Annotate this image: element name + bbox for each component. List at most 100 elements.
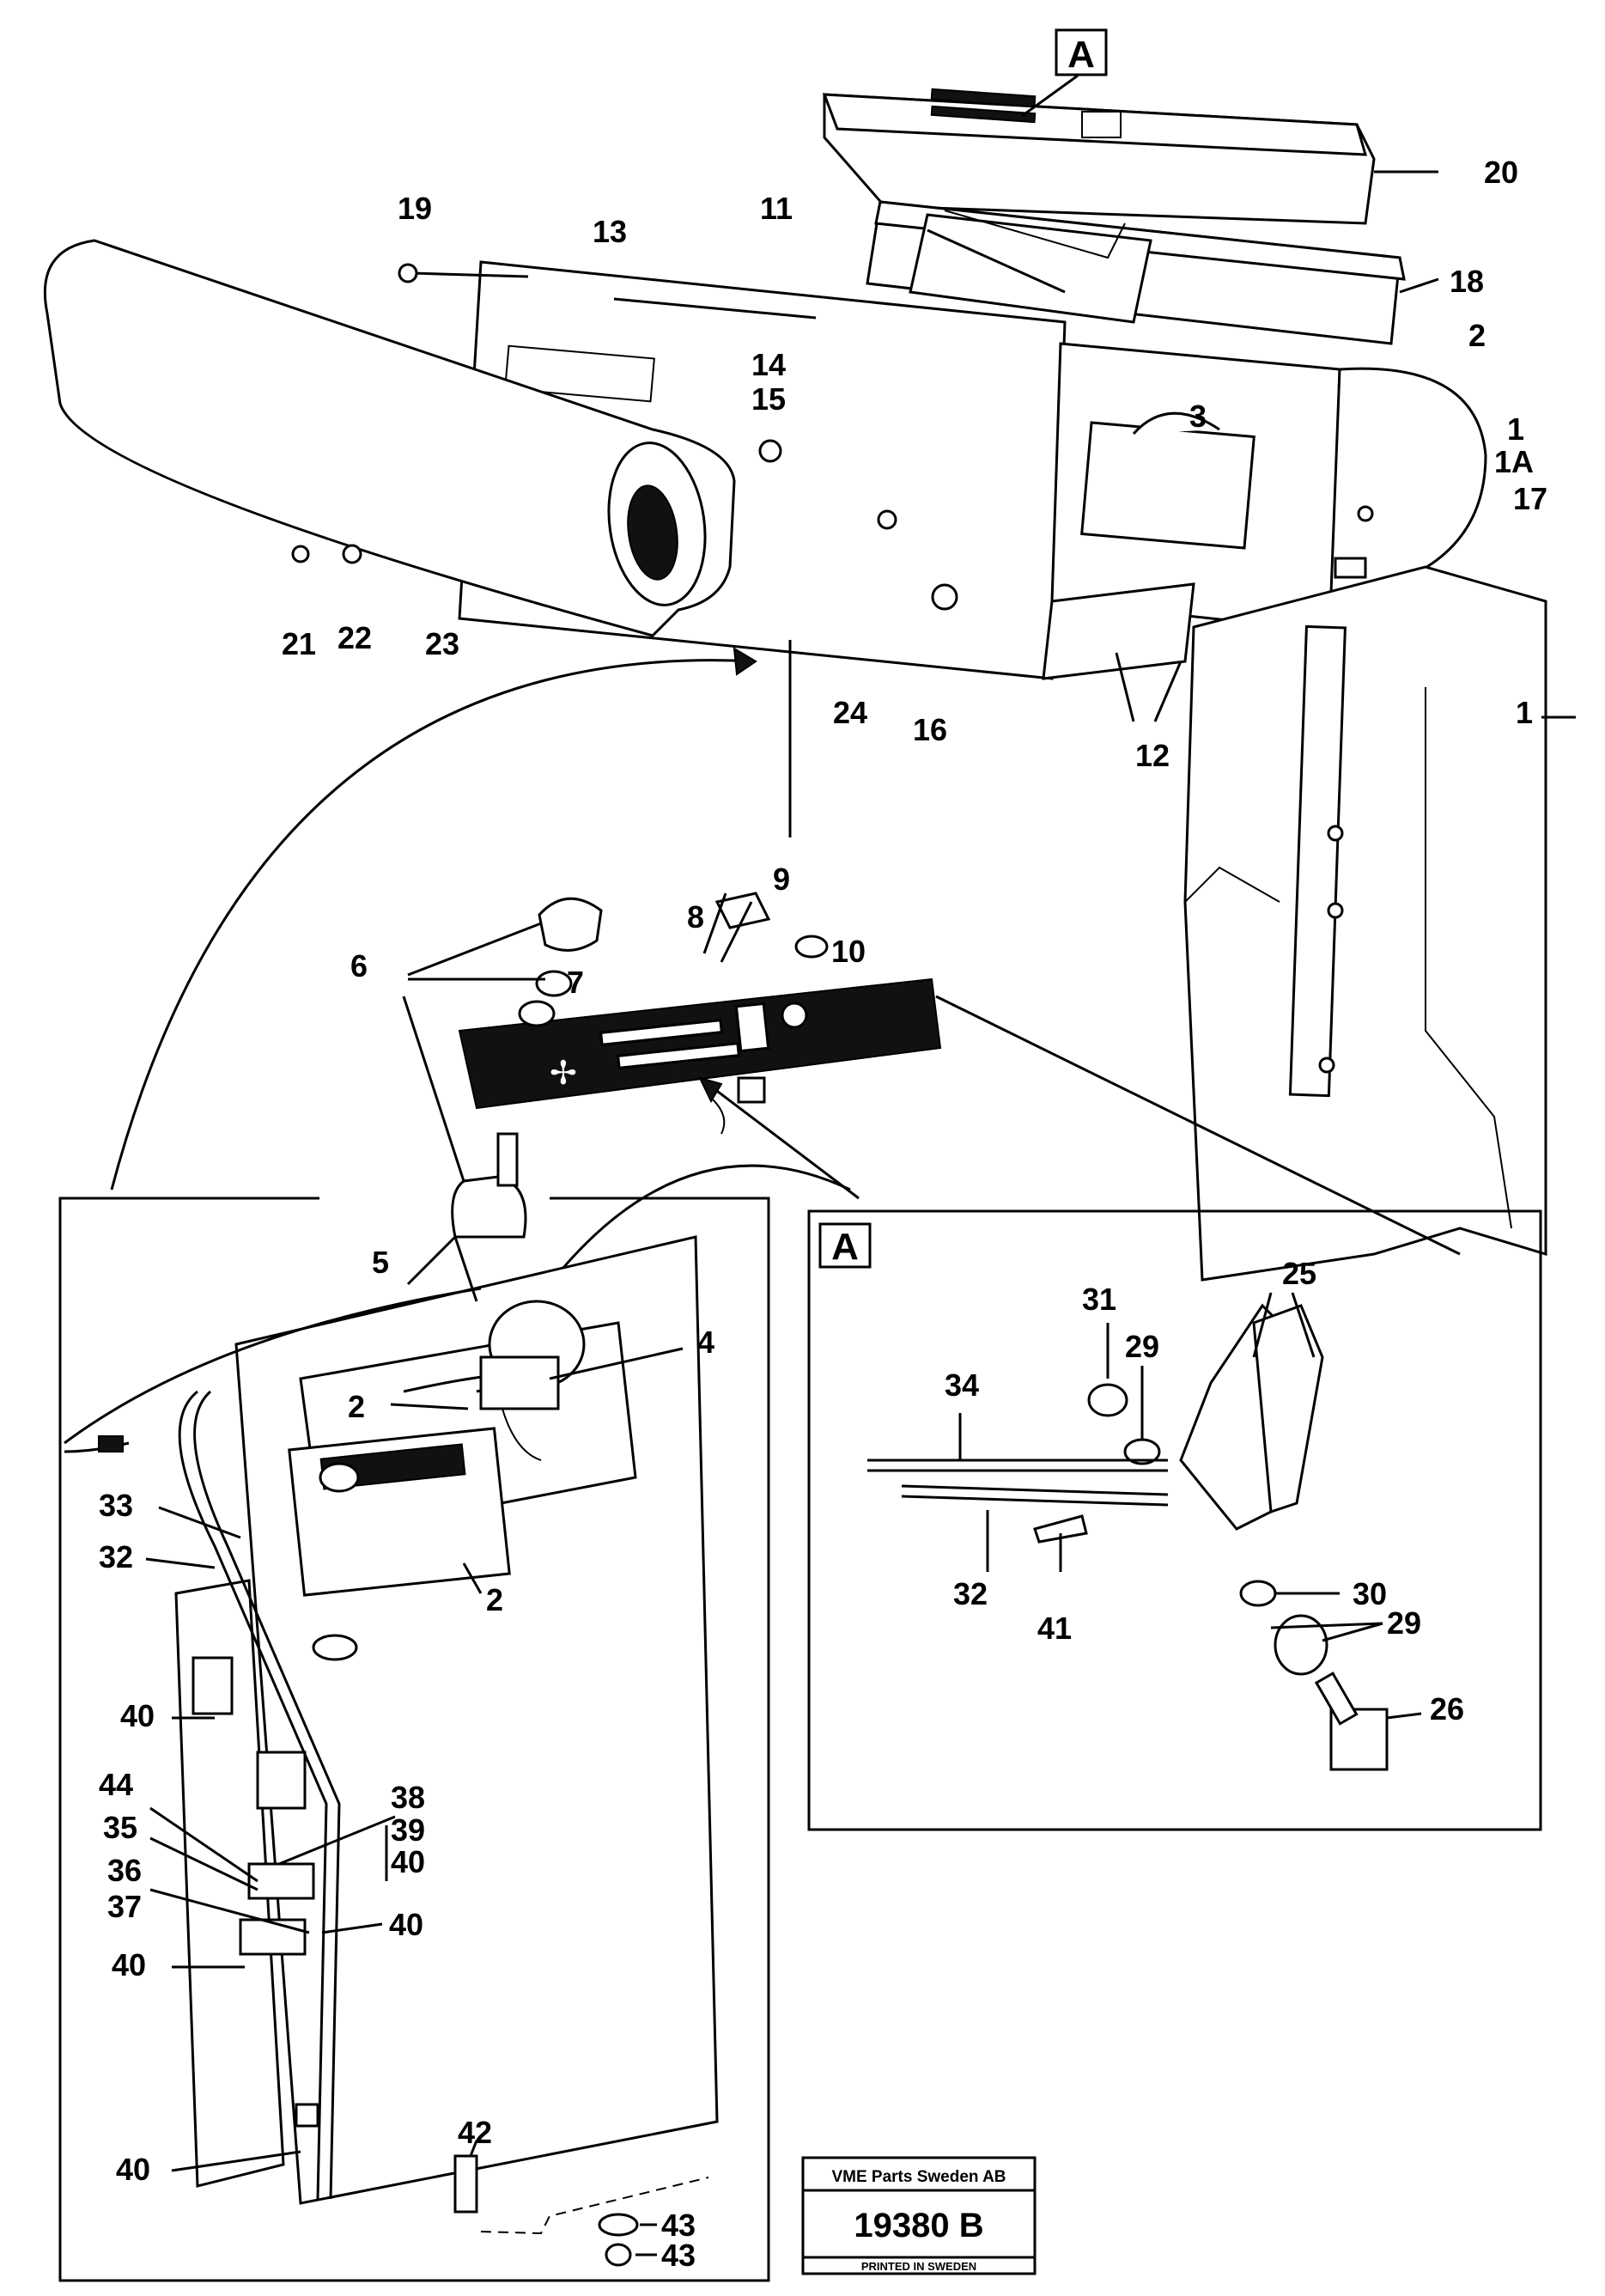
callout-10: 9: [773, 862, 790, 897]
callout-27: 26: [1430, 1691, 1464, 1727]
detail-a-frame: [807, 1209, 1542, 1831]
callout-labels: 20 18 19 13 11 2 14 15 3 1 1A 17 21 22 2…: [99, 155, 1547, 2273]
callout-34: 36: [107, 1853, 142, 1888]
callout-16: 15: [751, 381, 786, 417]
callout-1-right: 1: [1516, 695, 1533, 730]
callout-41: 42: [458, 2115, 492, 2150]
detail-a-label-box: A: [831, 1226, 859, 1268]
part-25-washer: [877, 509, 897, 530]
part-1a-screw: [1357, 505, 1374, 522]
callout-25: 24: [833, 695, 867, 730]
callout-40-a: 41: [1037, 1611, 1072, 1646]
callout-2-lower: 2: [486, 1582, 503, 1617]
callout-31-a: 32: [953, 1576, 988, 1611]
callout-8: 6: [350, 948, 368, 984]
callout-43: 43: [661, 2238, 696, 2273]
part-30-nut: [1087, 1383, 1128, 1417]
part-29-washer-lower: [1239, 1580, 1277, 1607]
side-panel: [174, 1579, 285, 2188]
callout-38: 40: [391, 1844, 425, 1879]
callout-14: 13: [593, 214, 627, 249]
part-6-cable: [64, 1287, 482, 1445]
callout-5: 4: [697, 1325, 714, 1360]
part-15-screw: [758, 439, 782, 463]
callout-30: 31: [1082, 1282, 1116, 1317]
callout-36: 38: [391, 1780, 425, 1815]
callout-42: 43: [661, 2208, 696, 2243]
left-detail-view: [58, 1197, 770, 2282]
part-5-motor: [479, 1355, 560, 1410]
part-13-strips: [1042, 582, 1195, 722]
callout-24: 22: [337, 620, 372, 655]
callout-17: 16: [913, 712, 947, 747]
svg-text:✢: ✢: [550, 1056, 577, 1092]
connector: [737, 1076, 766, 1104]
detail-a-view: A: [807, 1209, 1542, 1831]
part-2-blower-housing: [1050, 342, 1341, 633]
screws-top: [291, 263, 1374, 611]
pointer-arc: [110, 659, 757, 1191]
part-17-knob: [931, 583, 958, 611]
callout-44: 44: [99, 1767, 133, 1802]
callout-12: 11: [760, 191, 793, 226]
callout-23: 21: [282, 626, 316, 661]
part-40-clip: [1033, 1514, 1088, 1544]
part-12-lever-bracket: [909, 210, 1152, 324]
callout-39: 40: [116, 2152, 150, 2187]
part-1-right-housing: [1183, 565, 1576, 1282]
callout-32-a: 34: [945, 1367, 979, 1403]
part-41-screw: [453, 2154, 478, 2214]
part-24-washer: [342, 544, 362, 564]
part-32-cable: [178, 1390, 328, 2200]
detail-a-label-top: A: [1067, 33, 1095, 76]
callout-6: 5: [372, 1245, 389, 1280]
top-assembly: A: [43, 28, 1576, 1282]
callout-19: 18: [1450, 264, 1484, 299]
callout-4: 2: [348, 1389, 365, 1424]
callout-20: 19: [398, 191, 432, 226]
callout-35: 37: [107, 1889, 142, 1924]
callout-37: 39: [391, 1812, 425, 1848]
callout-13: 12: [1135, 738, 1170, 773]
part-8-knob: [538, 897, 603, 952]
callout-40c: 40: [112, 1947, 146, 1982]
callout-32: 33: [99, 1488, 133, 1523]
callout-40: 40: [120, 1698, 155, 1733]
part-7-washer: [535, 970, 573, 997]
part-10-lamp-cover: [714, 892, 771, 929]
callout-7: 7: [567, 965, 584, 1000]
part-29-washer: [1123, 1438, 1161, 1465]
callout-22: 23: [425, 626, 459, 661]
part-20-screw: [398, 263, 418, 283]
detail-a-marker-top: A: [1021, 28, 1108, 118]
callout-26: 25: [1282, 1256, 1316, 1291]
title-block-company: VME Parts Sweden AB: [831, 2168, 1006, 2186]
callout-15: 14: [751, 347, 786, 382]
callout-2: 2: [1468, 318, 1486, 353]
callout-18: 17: [1513, 481, 1547, 516]
callout-9: 8: [687, 899, 704, 935]
callout-29-lower: 30: [1353, 1576, 1387, 1611]
callout-33: 35: [103, 1810, 137, 1845]
part-18-plug: [1334, 557, 1367, 579]
callout-11: 10: [831, 934, 866, 969]
callout-28: 29: [1387, 1605, 1421, 1641]
callout-3: 3: [1189, 399, 1207, 434]
part-11-lamp: [794, 935, 829, 959]
title-block-printed: PRINTED IN SWEDEN: [861, 2260, 976, 2273]
callout-1: 1: [1507, 411, 1524, 447]
part-21-top-cover: [822, 88, 1438, 225]
part-9-control-plate: [458, 977, 942, 1110]
callout-29: 29: [1125, 1329, 1159, 1364]
control-panel-group: ✢: [402, 892, 1461, 1285]
title-block-drawing-number: 19380 B: [854, 2207, 983, 2244]
part-23-screw: [291, 545, 310, 563]
part-43-cap: [605, 2243, 632, 2267]
callout-1a: 1A: [1494, 444, 1534, 479]
title-block: VME Parts Sweden AB 19380 B PRINTED IN S…: [801, 2156, 1037, 2275]
callout-40b: 40: [389, 1907, 423, 1942]
callout-31: 32: [99, 1539, 133, 1574]
part-22-air-duct: [43, 239, 736, 637]
callout-21: 20: [1484, 155, 1518, 190]
